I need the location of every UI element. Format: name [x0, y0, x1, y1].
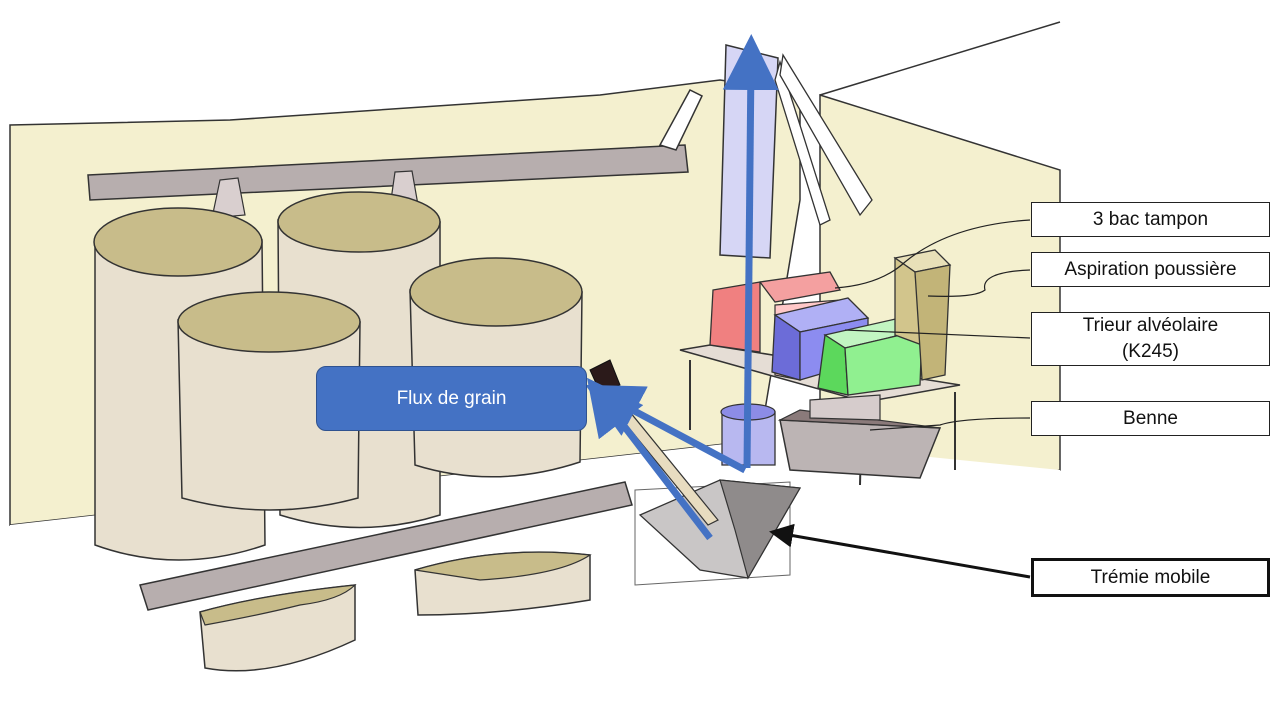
benne [777, 394, 942, 479]
callout-line-tremie [769, 523, 1031, 579]
label-aspiration: Aspiration poussière [1031, 252, 1270, 287]
floor-pipe [139, 481, 633, 611]
label-trieur: Trieur alvéolaire (K245) [1031, 312, 1270, 366]
callout-line-trieur [844, 329, 1031, 339]
label-benne: Benne [1031, 401, 1270, 436]
callout-line-bac [834, 219, 1031, 289]
label-trieur-line2: (K245) [1121, 341, 1180, 362]
label-trieur-line1: Trieur alvéolaire [1082, 315, 1219, 336]
flow-arrow-horizontal [585, 384, 747, 474]
flow-arrow-elevator [722, 34, 779, 469]
overhead-pipe [87, 89, 703, 219]
flux-de-grain-label: Flux de grain [316, 366, 587, 431]
floor-bins [199, 551, 592, 672]
callout-line-benne [869, 417, 1031, 431]
aspiration-column [893, 249, 952, 381]
callout-line-aspiration [927, 269, 1031, 297]
label-bac-tampon: 3 bac tampon [1031, 202, 1270, 237]
label-tremie-mobile: Trémie mobile [1031, 558, 1270, 597]
